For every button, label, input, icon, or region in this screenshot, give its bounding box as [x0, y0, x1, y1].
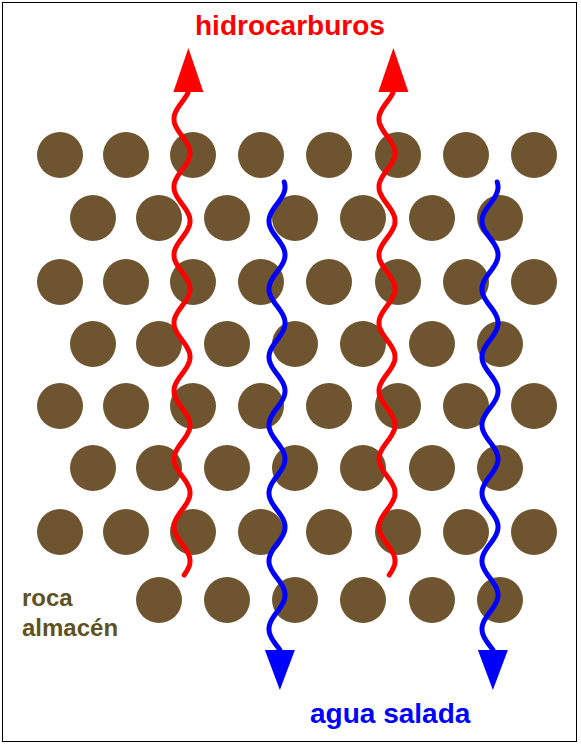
rock-grain	[443, 132, 489, 178]
rock-grain	[375, 383, 421, 429]
rock-grain	[409, 195, 455, 241]
rock-grain	[238, 509, 284, 555]
rock-grain	[443, 509, 489, 555]
rock-grain	[238, 259, 284, 305]
saltwater-flow-line	[482, 182, 498, 650]
rock-grain	[340, 195, 386, 241]
flow-label: agua salada	[310, 696, 470, 731]
rock-grain	[306, 383, 352, 429]
rock-grain	[204, 321, 250, 367]
rock-label: roca almacén	[22, 583, 134, 643]
rock-grain	[375, 132, 421, 178]
rock-grain	[170, 132, 216, 178]
flow-label: hidrocarburos	[195, 8, 385, 43]
rock-grain	[70, 195, 116, 241]
rock-grain	[136, 577, 182, 623]
rock-grain	[409, 321, 455, 367]
rock-grain	[238, 132, 284, 178]
saltwater-flow-arrowhead	[265, 650, 295, 690]
rock-grain	[306, 132, 352, 178]
rock-grain	[103, 259, 149, 305]
rock-grain	[70, 321, 116, 367]
rock-grain	[37, 132, 83, 178]
rock-grain	[37, 383, 83, 429]
rock-grain	[37, 509, 83, 555]
rock-grain	[170, 383, 216, 429]
hydrocarbon-flow-arrowhead	[173, 48, 203, 92]
saltwater-flow-arrowhead	[478, 650, 508, 690]
rock-grain	[306, 259, 352, 305]
rock-grain	[272, 321, 318, 367]
saltwater-flow-line	[269, 182, 285, 650]
rock-grain	[511, 509, 557, 555]
rock-grain	[204, 445, 250, 491]
rock-grain	[204, 195, 250, 241]
rock-grain	[37, 259, 83, 305]
rock-grain	[340, 577, 386, 623]
rock-grain	[477, 577, 523, 623]
rock-grain	[409, 445, 455, 491]
rock-grain	[136, 195, 182, 241]
rock-grain	[511, 383, 557, 429]
rock-grain	[103, 383, 149, 429]
rock-grain	[409, 577, 455, 623]
hydrocarbon-flow-line	[174, 93, 190, 575]
hydrocarbon-flow-arrowhead	[378, 48, 408, 92]
hydrocarbon-flow-line	[379, 93, 395, 575]
rock-grain	[204, 577, 250, 623]
rock-grain	[511, 259, 557, 305]
rock-grain	[70, 445, 116, 491]
rock-grain	[103, 132, 149, 178]
rock-grain	[103, 509, 149, 555]
rock-grain	[306, 509, 352, 555]
rock-grain	[511, 132, 557, 178]
rock-grain	[272, 445, 318, 491]
